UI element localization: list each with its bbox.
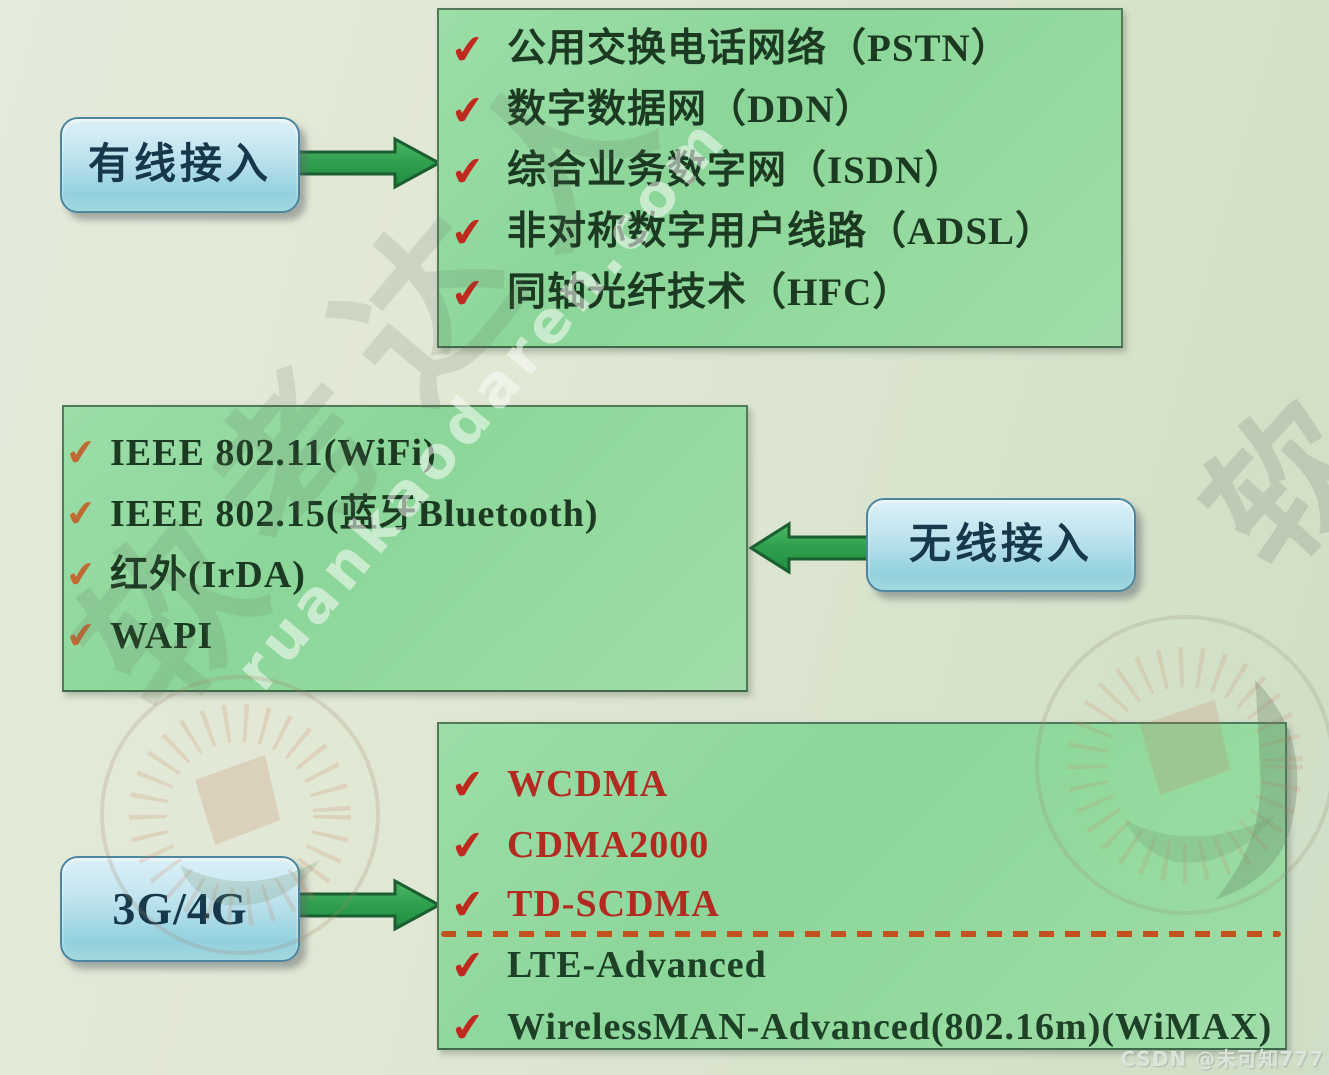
cellular-list: ✔ WCDMA ✔ CDMA2000 ✔ TD-SCDMA ✔ LTE-Adva… bbox=[437, 722, 1287, 1053]
checkmark-icon: ✔ bbox=[448, 760, 487, 810]
checkmark-icon: ✔ bbox=[448, 1003, 487, 1053]
list-item: ✔ IEEE 802.15(蓝牙Bluetooth) bbox=[63, 492, 740, 537]
cellular-label: 3G/4G bbox=[112, 883, 248, 934]
wireless-access-list: ✔ IEEE 802.11(WiFi) ✔ IEEE 802.15(蓝牙Blue… bbox=[62, 405, 748, 692]
list-item: ✔ 综合业务数字网（ISDN） bbox=[448, 147, 1115, 197]
dashed-divider bbox=[441, 931, 1281, 937]
checkmark-icon: ✔ bbox=[63, 431, 99, 476]
checkmark-icon: ✔ bbox=[448, 86, 487, 136]
right-arrow-icon bbox=[294, 136, 442, 190]
item-label: 红外(IrDA) bbox=[110, 554, 306, 596]
list-item: ✔ 红外(IrDA) bbox=[63, 553, 740, 598]
item-label: LTE-Advanced bbox=[507, 944, 767, 986]
item-label: WCDMA bbox=[507, 763, 669, 805]
watermark-brand-fragment: 软 bbox=[1176, 375, 1329, 599]
list-item: ✔ 非对称数字用户线路（ADSL） bbox=[448, 208, 1115, 258]
cellular-label-box: 3G/4G bbox=[60, 856, 300, 962]
wired-access-label-box: 有线接入 bbox=[60, 117, 300, 213]
list-item: ✔ TD-SCDMA bbox=[448, 880, 720, 930]
item-label: WirelessMAN-Advanced(802.16m)(WiMAX) bbox=[507, 1006, 1273, 1048]
item-label: 数字数据网（DDN） bbox=[507, 88, 875, 131]
list-item: ✔ WCDMA bbox=[448, 760, 669, 810]
checkmark-icon: ✔ bbox=[448, 25, 487, 75]
list-item: ✔ LTE-Advanced bbox=[448, 941, 767, 991]
wireless-access-label-box: 无线接入 bbox=[866, 498, 1136, 592]
list-item: ✔ 数字数据网（DDN） bbox=[448, 86, 1115, 136]
checkmark-icon: ✔ bbox=[448, 941, 487, 991]
left-arrow-icon bbox=[748, 521, 872, 575]
item-label: 综合业务数字网（ISDN） bbox=[507, 149, 965, 192]
list-item: ✔ 公用交换电话网络（PSTN） bbox=[448, 25, 1115, 75]
item-label: IEEE 802.11(WiFi) bbox=[110, 432, 437, 474]
list-item: ✔ IEEE 802.11(WiFi) bbox=[63, 431, 740, 476]
item-label: IEEE 802.15(蓝牙Bluetooth) bbox=[110, 493, 599, 535]
wired-access-list: ✔ 公用交换电话网络（PSTN） ✔ 数字数据网（DDN） ✔ 综合业务数字网（… bbox=[437, 8, 1123, 348]
checkmark-icon: ✔ bbox=[448, 880, 487, 930]
list-item: ✔ CDMA2000 bbox=[448, 821, 710, 871]
csdn-credit: CSDN @未可知777 bbox=[1120, 1047, 1324, 1071]
wireless-access-label: 无线接入 bbox=[908, 522, 1093, 568]
wired-access-label: 有线接入 bbox=[87, 142, 272, 188]
right-arrow-icon bbox=[294, 878, 442, 932]
list-item: ✔ WirelessMAN-Advanced(802.16m)(WiMAX) bbox=[448, 1003, 1273, 1053]
checkmark-icon: ✔ bbox=[63, 553, 99, 598]
item-label: WAPI bbox=[110, 615, 214, 657]
checkmark-icon: ✔ bbox=[63, 614, 99, 659]
checkmark-icon: ✔ bbox=[448, 269, 487, 319]
list-item: ✔ 同轴光纤技术（HFC） bbox=[448, 269, 1115, 319]
list-item: ✔ WAPI bbox=[63, 614, 740, 659]
item-label: CDMA2000 bbox=[507, 824, 710, 866]
item-label: 同轴光纤技术（HFC） bbox=[507, 271, 913, 314]
checkmark-icon: ✔ bbox=[63, 492, 99, 537]
checkmark-icon: ✔ bbox=[448, 208, 487, 258]
checkmark-icon: ✔ bbox=[448, 821, 487, 871]
item-label: 非对称数字用户线路（ADSL） bbox=[507, 210, 1056, 253]
item-label: TD-SCDMA bbox=[507, 883, 720, 925]
checkmark-icon: ✔ bbox=[448, 147, 487, 197]
item-label: 公用交换电话网络（PSTN） bbox=[507, 27, 1011, 70]
